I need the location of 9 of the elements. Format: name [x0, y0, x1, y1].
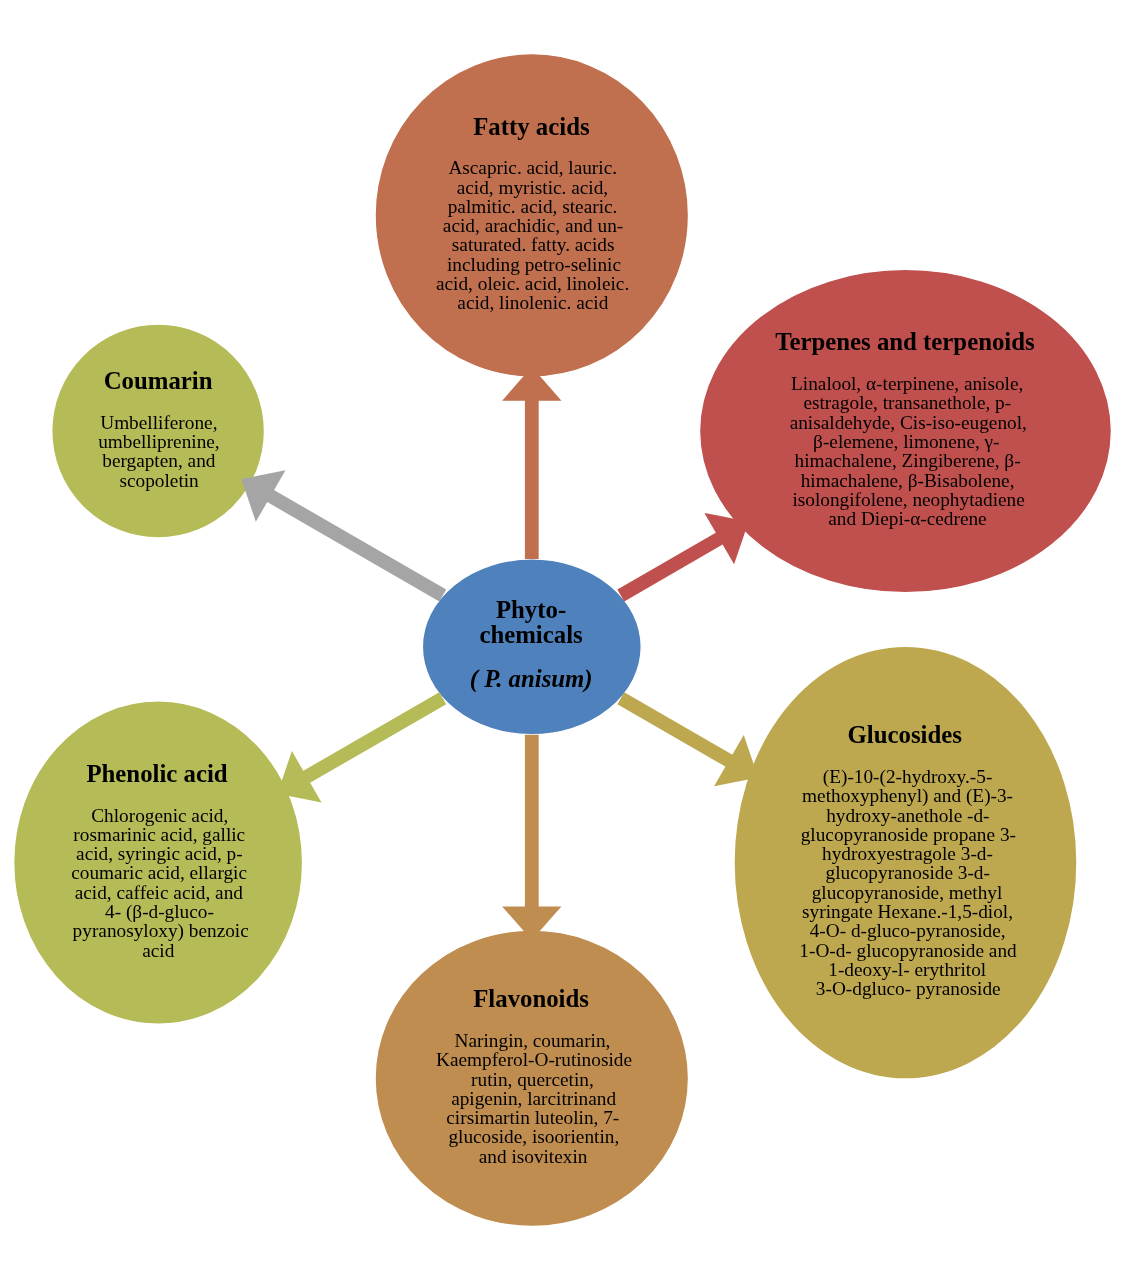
arrow: [241, 470, 447, 602]
node-ellipse: Terpenes and terpenoids Linalool, α-terpinene, anisole, estragole, transanethole, p- anisaldehyde, Cis-iso-eugenol, β-elemene, limonene, γ- himachalene, Zingiberene, β- himachalene, β-Bisabolene, isolongifolene, neophytadiene and Diepi-α-cedrene: [698, 268, 1113, 594]
arrow: [617, 512, 749, 602]
node-ellipse: Phyto- chemicals ( P. anisum): [421, 558, 642, 736]
node-circle: Coumarin Umbelliferone, umbelliprenine, bergapten, and scopoletin: [51, 323, 266, 539]
node-ellipse: Phenolic acid Chlorogenic acid, rosmarinic acid, gallic acid, syringic acid, p- coumaric acid, ellargic acid, caffeic acid, and 4- (β-d-gluco- pyranosyloxy) benzoic acid: [12, 700, 304, 1025]
node-circle: Flavonoids Naringin, coumarin, Kaempferol-O-rutinoside rutin, quercetin, apigenin, larcitrinand cirsimartin luteolin, 7- glucoside, isoorientin, and isovitexin: [374, 929, 690, 1228]
node-ellipse: Glucosides (E)-10-(2-hydroxy.-5- methoxyphenyl) and (E)-3- hydroxy-anethole -d- glucopyranoside propane 3- hydroxyestragole 3-d- glucopyranoside 3-d- glucopyranoside, methyl syringate Hexane.-1,5-diol, 4-O- d-gluco-pyranoside, 1-O-d- glucopyranoside and 1-deoxy-l- erythritol 3-O-dgluco- pyranoside: [733, 645, 1078, 1080]
node-circle: Fatty acids Ascapric. acid, lauric. acid, myristic. acid, palmitic. acid, stearic. acid, arachidic, and un- saturated. fatty. acids including petro-selinic acid, oleic. acid, linoleic. acid, linolenic. acid: [374, 53, 690, 378]
